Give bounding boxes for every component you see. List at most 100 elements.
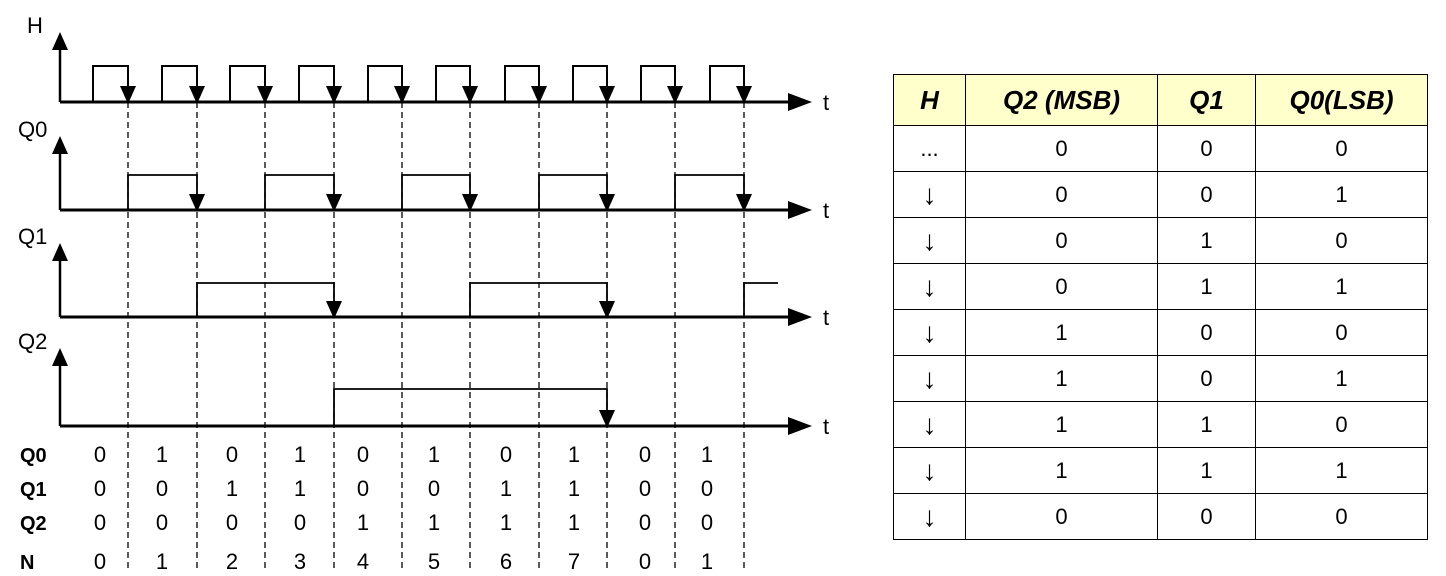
- signal-label-Q1: Q1: [18, 224, 47, 249]
- truth-clock-cell: ↓: [893, 355, 966, 402]
- state-value-n-8: 7: [568, 549, 580, 574]
- signal-axes: [52, 32, 812, 435]
- state-row-label-N: N: [20, 552, 34, 574]
- state-value-q0-7: 0: [500, 442, 512, 467]
- state-value-q2-6: 1: [428, 510, 440, 535]
- clock-fall-arrow-4: [326, 86, 342, 104]
- state-value-q2-10: 0: [701, 510, 713, 535]
- state-value-q2-2: 0: [156, 510, 168, 535]
- q1-waveform: [60, 282, 778, 318]
- signal-waveforms: [60, 65, 782, 428]
- truth-value-cell: 1: [1255, 263, 1428, 310]
- state-value-q0-9: 0: [639, 442, 651, 467]
- state-value-q1-7: 1: [500, 476, 512, 501]
- truth-clock-cell: ↓: [893, 263, 966, 310]
- state-value-q0-4: 1: [294, 442, 306, 467]
- truth-header-2: Q1: [1157, 74, 1256, 126]
- q2-waveform: [60, 388, 782, 427]
- truth-clock-cell: ↓: [893, 493, 966, 540]
- truth-value-cell: 0: [965, 263, 1158, 310]
- truth-value-cell: 0: [1255, 309, 1428, 356]
- truth-value-cell: 0: [1157, 355, 1256, 402]
- x-axis-arrow-H: [788, 93, 812, 111]
- state-value-q0-3: 0: [226, 442, 238, 467]
- clock-edge-guides: [127, 102, 745, 572]
- state-value-q2-8: 1: [568, 510, 580, 535]
- truth-value-cell: 0: [965, 171, 1158, 218]
- truth-value-cell: 0: [1157, 493, 1256, 540]
- truth-value-cell: 1: [1255, 355, 1428, 402]
- state-value-q2-9: 0: [639, 510, 651, 535]
- state-value-q0-8: 1: [568, 442, 580, 467]
- axis-label-t-Q0: t: [823, 198, 829, 223]
- x-axis-arrow-Q1: [788, 308, 812, 326]
- clock-fall-arrow-3: [257, 86, 273, 104]
- state-value-q0-5: 0: [357, 442, 369, 467]
- clock-fall-arrow-2: [189, 86, 205, 104]
- truth-value-cell: 0: [1157, 309, 1256, 356]
- state-row-label-Q1: Q1: [20, 479, 47, 501]
- state-value-n-7: 6: [500, 549, 512, 574]
- truth-value-cell: 0: [1255, 125, 1428, 172]
- y-axis-arrow-Q2: [52, 348, 68, 366]
- truth-value-cell: 1: [1157, 263, 1256, 310]
- state-value-q1-3: 1: [226, 476, 238, 501]
- state-value-n-2: 1: [156, 549, 168, 574]
- state-value-q2-3: 0: [226, 510, 238, 535]
- state-value-q1-8: 1: [568, 476, 580, 501]
- state-value-q0-6: 1: [428, 442, 440, 467]
- state-value-n-6: 5: [428, 549, 440, 574]
- truth-clock-cell: ...: [893, 125, 966, 172]
- state-value-q1-1: 0: [94, 476, 106, 501]
- state-value-q0-2: 1: [156, 442, 168, 467]
- axis-label-t-Q1: t: [823, 305, 829, 330]
- truth-clock-cell: ↓: [893, 447, 966, 494]
- truth-clock-cell: ↓: [893, 171, 966, 218]
- clock-fall-arrow-9: [667, 86, 683, 104]
- state-value-q1-9: 0: [639, 476, 651, 501]
- truth-header-3: Q0(LSB): [1255, 74, 1428, 126]
- signal-label-H: H: [27, 13, 43, 38]
- state-value-q1-2: 0: [156, 476, 168, 501]
- y-axis-arrow-Q1: [52, 243, 68, 261]
- truth-value-cell: 0: [1255, 401, 1428, 448]
- truth-value-cell: 0: [965, 217, 1158, 264]
- truth-value-cell: 1: [1157, 217, 1256, 264]
- truth-value-cell: 0: [965, 125, 1158, 172]
- clock-fall-arrow-7: [531, 86, 547, 104]
- state-value-q1-6: 0: [428, 476, 440, 501]
- truth-value-cell: 1: [1255, 171, 1428, 218]
- signal-label-Q0: Q0: [18, 117, 47, 142]
- clock-fall-arrow-10: [736, 86, 752, 104]
- truth-value-cell: 1: [965, 447, 1158, 494]
- state-value-n-3: 2: [226, 549, 238, 574]
- y-axis-arrow-H: [52, 32, 68, 50]
- state-row-label-Q2: Q2: [20, 513, 47, 535]
- state-value-q2-1: 0: [94, 510, 106, 535]
- state-value-n-5: 4: [357, 549, 369, 574]
- truth-clock-cell: ↓: [893, 401, 966, 448]
- clock-fall-arrow-5: [394, 86, 410, 104]
- x-axis-arrow-Q2: [788, 417, 812, 435]
- state-value-n-1: 0: [94, 549, 106, 574]
- truth-clock-cell: ↓: [893, 217, 966, 264]
- state-value-q0-10: 1: [701, 442, 713, 467]
- truth-value-cell: 0: [1157, 125, 1256, 172]
- state-value-q0-1: 0: [94, 442, 106, 467]
- truth-value-cell: 1: [1157, 447, 1256, 494]
- state-value-q2-4: 0: [294, 510, 306, 535]
- truth-value-cell: 0: [965, 493, 1158, 540]
- axis-label-t-H: t: [823, 90, 829, 115]
- truth-value-cell: 1: [965, 355, 1158, 402]
- truth-value-cell: 0: [1255, 493, 1428, 540]
- clock-fall-arrow-8: [599, 86, 615, 104]
